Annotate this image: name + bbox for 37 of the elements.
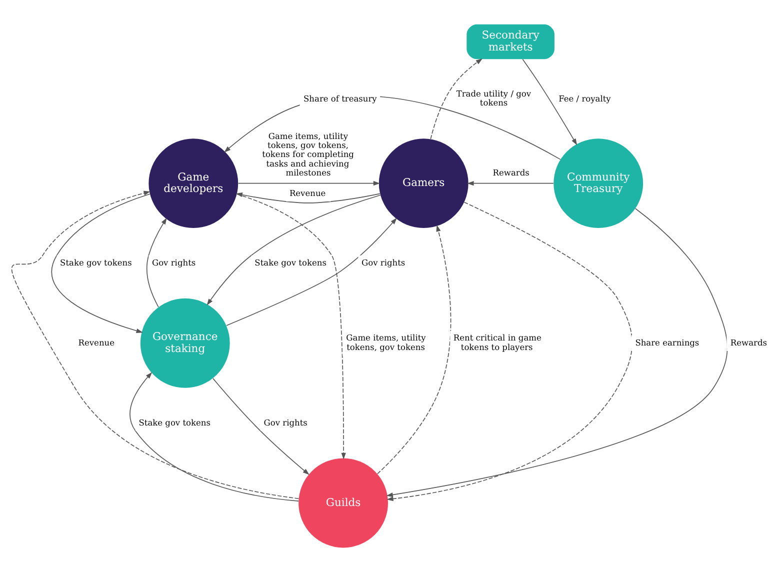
node-box: Secondary markets bbox=[466, 24, 554, 59]
edge-label: Stake gov tokens bbox=[138, 417, 211, 428]
edge-label: Trade utility / gov tokens bbox=[456, 88, 532, 107]
node-circle: Game developers bbox=[148, 138, 238, 228]
edge-label: Share of treasury bbox=[304, 92, 377, 103]
arrow bbox=[12, 190, 300, 499]
edge-label: Revenue bbox=[78, 337, 115, 348]
edge-label: Revenue bbox=[289, 188, 326, 198]
edge-label: Share earnings bbox=[635, 337, 700, 348]
edge-label: Game items, utility tokens, gov tokens bbox=[346, 332, 426, 352]
arrow bbox=[522, 58, 578, 145]
arrow bbox=[467, 180, 554, 186]
arrow bbox=[51, 193, 150, 332]
arrow bbox=[430, 58, 482, 139]
edge-label: Rewards bbox=[492, 166, 530, 177]
edge-label: Game items, utility tokens, gov tokens, tokens for completing tasks and achieving milestones bbox=[262, 130, 354, 177]
edge-label: Gov rights bbox=[152, 257, 196, 268]
edge-label: Stake gov tokens bbox=[254, 257, 326, 268]
edge-label: Stake gov tokens bbox=[60, 257, 132, 268]
edge-label: Gov rights bbox=[362, 257, 406, 268]
arrow bbox=[130, 372, 300, 501]
arrow bbox=[206, 194, 381, 305]
edge-label: Gov rights bbox=[264, 417, 308, 428]
arrow bbox=[386, 201, 633, 501]
edge-label: Rewards bbox=[730, 337, 768, 348]
edge-label: Rent critical in game tokens to players bbox=[453, 332, 542, 352]
arrow bbox=[236, 193, 346, 459]
arrow bbox=[377, 224, 452, 474]
node-circle: Gamers bbox=[378, 138, 468, 228]
node-circle: Guilds bbox=[298, 458, 388, 548]
arrow bbox=[236, 192, 380, 203]
arrow bbox=[226, 217, 397, 326]
arrow bbox=[386, 208, 728, 497]
arrow bbox=[238, 180, 380, 186]
arrow bbox=[146, 217, 167, 307]
edge-label: Fee / royalty bbox=[558, 92, 611, 103]
arrow bbox=[212, 378, 310, 474]
